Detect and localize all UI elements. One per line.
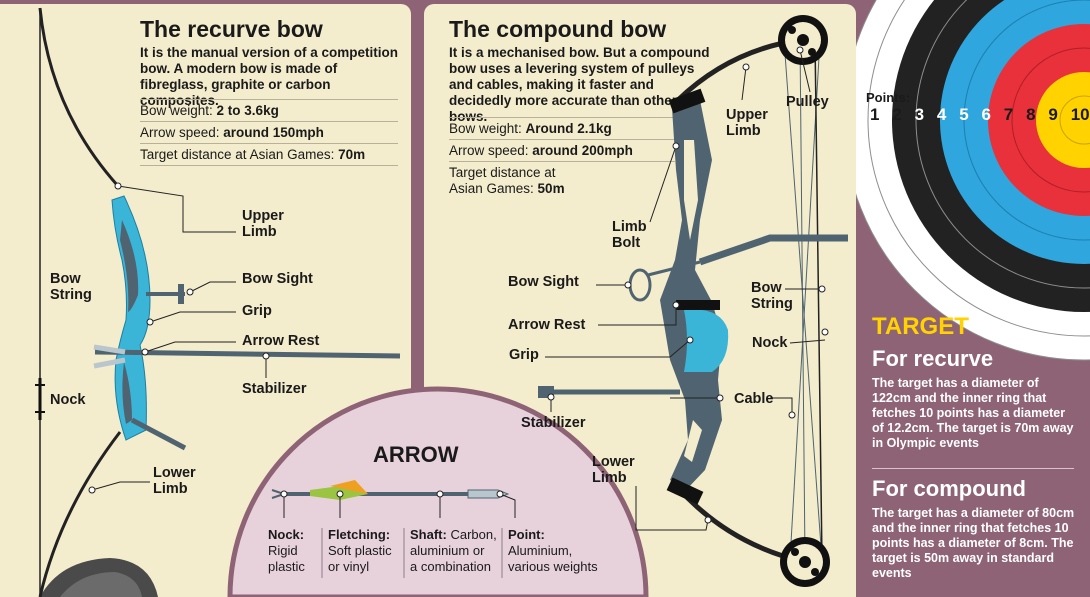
target-recurve-heading: For recurve [872,346,994,371]
recurve-label-bow-string: Bow String [50,271,92,303]
compound-bow-string [814,39,823,561]
points-value: 7 [1003,105,1014,124]
compound-sight-arm [698,234,848,266]
recurve-spec-speed: Arrow speed: around 150mph [140,122,398,144]
points-value: 6 [981,105,991,124]
compound-label-limb-bolt: Limb Bolt [612,219,647,251]
compound-label-arrow-rest: Arrow Rest [508,317,586,333]
recurve-label-arrow-rest: Arrow Rest [242,333,320,349]
points-label: Points: [866,90,911,105]
compound-bow-drawing [538,15,848,587]
recurve-upper-limb [38,7,120,187]
compound-label-pulley: Pulley [786,94,829,110]
compound-label-bow-sight: Bow Sight [508,274,579,290]
target-title: TARGET [872,313,969,340]
compound-spec-distance: Target distance at Asian Games: 50m [449,165,565,196]
archery-target [843,0,1090,361]
recurve-title: The recurve bow [140,16,323,42]
compound-spec-weight: Bow weight: Around 2.1kg [449,118,675,140]
compound-lower-pulley [780,537,830,587]
target-divider [872,468,1074,469]
recurve-label-upper-limb: Upper Limb [242,208,284,240]
points-value: 2 [892,105,902,124]
points-value: 8 [1026,105,1036,124]
compound-label-lower-limb: Lower Limb [592,454,635,486]
compound-riser [660,100,722,490]
target-compound-heading: For compound [872,476,1026,501]
arrow-part-fletching: Fletching:Soft plastic or vinyl [328,527,392,574]
recurve-label-grip: Grip [242,303,272,319]
arrow-part-point: Point: Aluminium, various weights [508,527,598,574]
compound-grip [684,309,729,372]
points-value: 3 [914,105,925,124]
target-recurve-text: The target has a diameter of 122cm and t… [872,376,1074,450]
compound-label-stabilizer: Stabilizer [521,415,586,431]
compound-label-grip: Grip [509,347,539,363]
recurve-label-nock: Nock [50,392,86,408]
arrow-part-nock: Nock:Rigid plastic [268,527,305,574]
recurve-intro: It is the manual version of a competitio… [140,45,399,108]
compound-sight-ring [628,268,652,302]
recurve-label-bow-sight: Bow Sight [242,271,313,287]
points-value: 5 [959,105,969,124]
recurve-label-stabilizer: Stabilizer [242,381,307,397]
target-compound-text: The target has a diameter of 80cm and th… [872,506,1075,580]
recurve-lower-limb [38,431,122,597]
arrow-part-shaft: Shaft: Carbon, aluminium or a combinatio… [410,527,497,574]
arrow-title: ARROW [373,442,459,467]
points-value: 9 [1048,105,1058,124]
recurve-stabilizer-bar [130,417,187,451]
compound-label-bow-string: Bow String [751,280,793,312]
compound-label-cable: Cable [734,391,774,407]
compound-label-upper-limb: Upper Limb [726,107,768,139]
points-value: 4 [936,105,947,124]
arrow-drawing [271,480,516,578]
recurve-riser [111,195,151,441]
recurve-spec-distance: Target distance at Asian Games: 70m [140,144,398,166]
recurve-spec-table: Bow weight: 2 to 3.6kg Arrow speed: arou… [140,99,398,166]
compound-upper-pulley [778,15,828,65]
points-value: 10 [1070,105,1090,124]
recurve-spec-weight: Bow weight: 2 to 3.6kg [140,100,398,122]
compound-title: The compound bow [449,16,667,42]
points-value: 1 [870,105,880,124]
compound-spec-speed: Arrow speed: around 200mph [449,140,675,162]
compound-intro: It is a mechanised bow. But a compound b… [449,45,710,124]
recurve-bow-drawing [35,7,401,597]
compound-label-nock: Nock [752,335,788,351]
compound-spec-table: Bow weight: Around 2.1kg Arrow speed: ar… [449,117,675,200]
recurve-label-lower-limb: Lower Limb [153,465,196,497]
